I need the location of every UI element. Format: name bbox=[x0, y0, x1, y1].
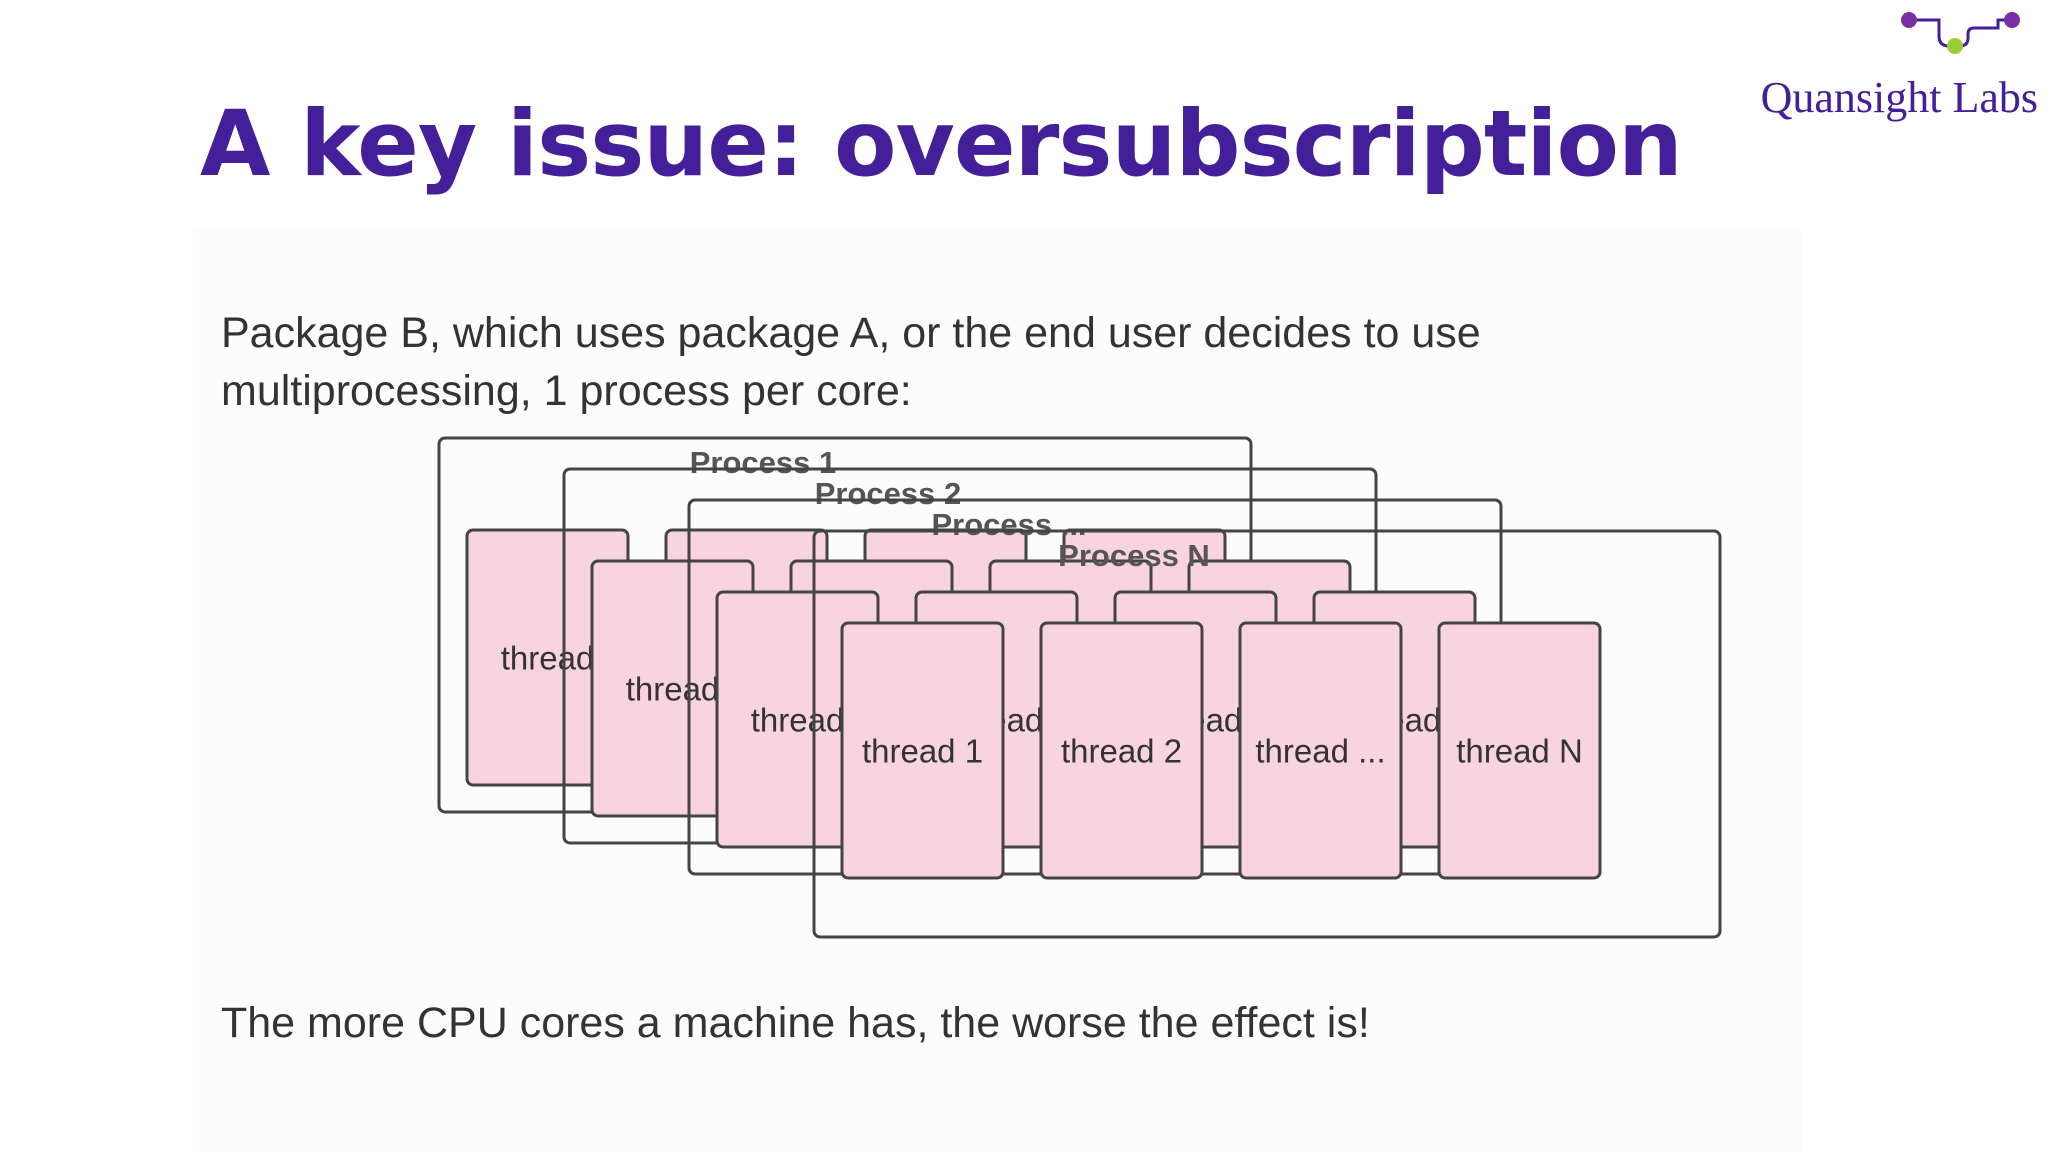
logo-wordmark: Quansight Labs bbox=[1760, 73, 2038, 122]
conclusion-text: The more CPU cores a machine has, the wo… bbox=[221, 999, 1370, 1047]
quansight-logo: Quansight Labs bbox=[1760, 8, 2042, 128]
slide-title: A key issue: oversubscription bbox=[200, 92, 1683, 197]
network-nodes-icon bbox=[1901, 12, 2020, 54]
intro-text: Package B, which uses package A, or the … bbox=[221, 309, 1481, 415]
